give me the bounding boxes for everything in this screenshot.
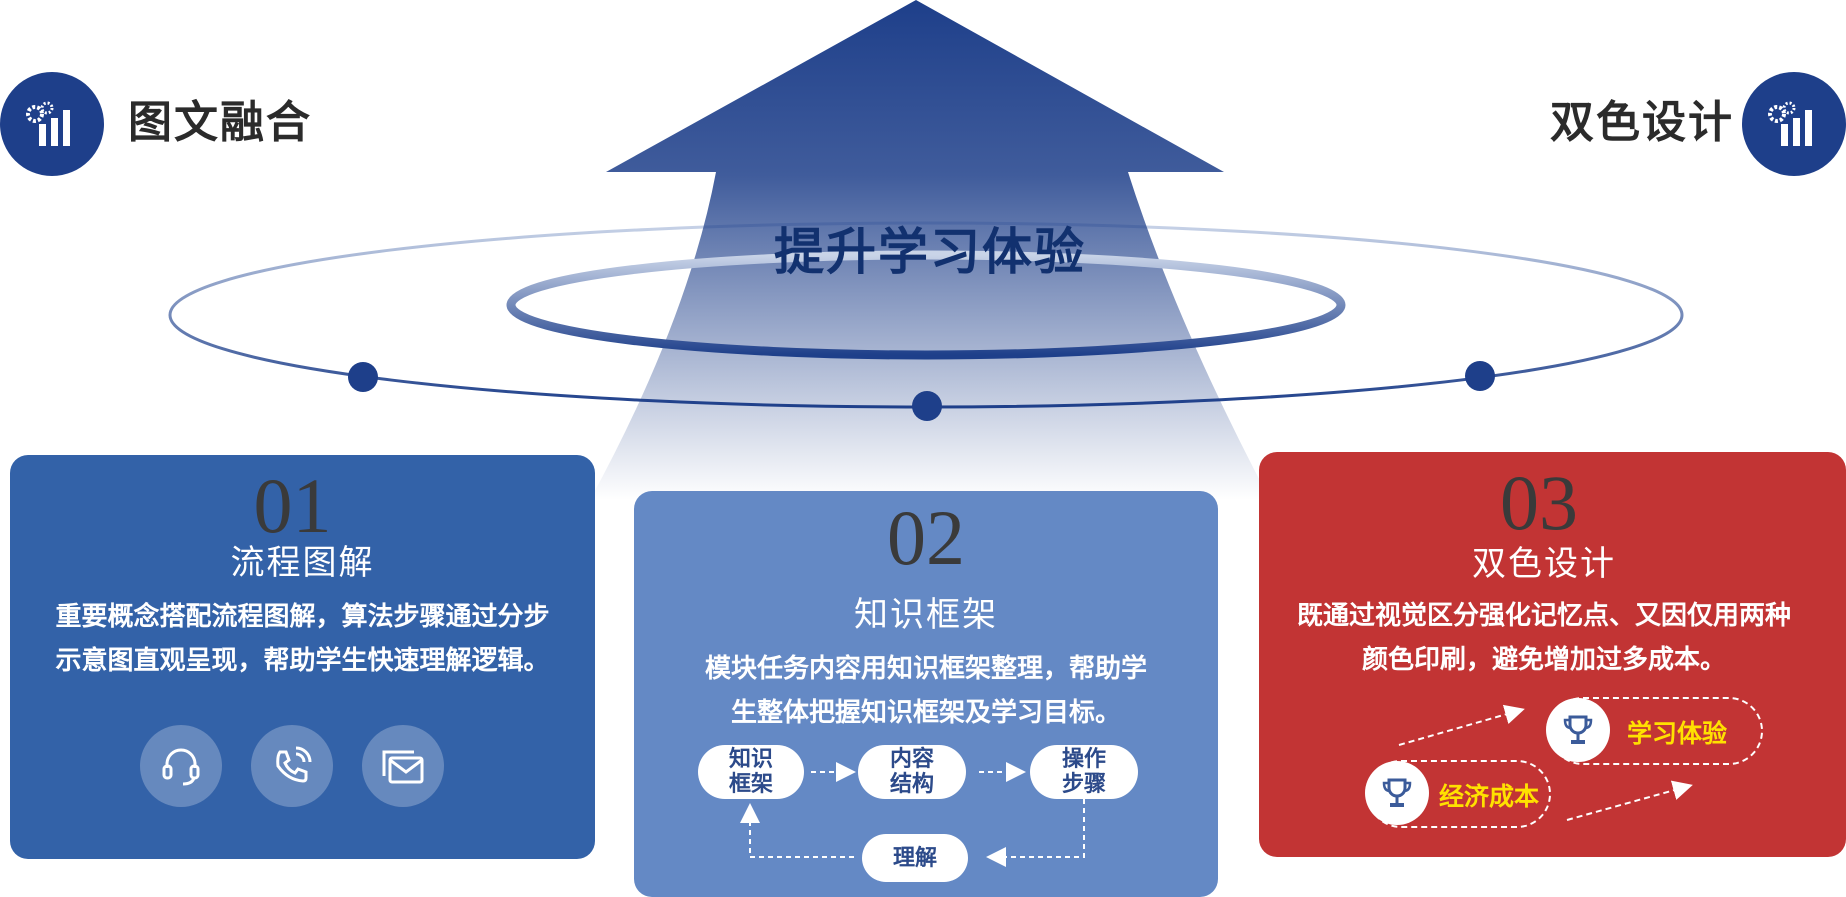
flow-step-label: 操作 — [1061, 746, 1106, 772]
phone-call-icon — [276, 746, 312, 783]
ring-dot-right — [1465, 361, 1495, 391]
mail-icon — [382, 750, 424, 784]
left-corner-label: 图文融合 — [128, 97, 312, 148]
flow-step-understand: 理解 — [862, 834, 968, 882]
phone-button[interactable] — [251, 725, 333, 807]
right-corner-label: 双色设计 — [1550, 97, 1734, 148]
card-desc-line-1: 模块任务内容用知识框架整理，帮助学 — [704, 654, 1147, 684]
ring-dot-center — [912, 391, 942, 421]
card-title: 知识框架 — [854, 595, 998, 635]
flow-step-operation: 操作 步骤 — [1030, 745, 1138, 799]
trophy-icon — [1382, 778, 1412, 807]
flow-arrows — [740, 762, 1085, 867]
trophy-icon — [1563, 715, 1593, 744]
flow-step-label: 内容 — [889, 746, 934, 772]
right-corner-badge — [1742, 72, 1846, 176]
card-number: 02 — [887, 494, 965, 581]
card-desc-line-2: 示意图直观呈现，帮助学生快速理解逻辑。 — [55, 646, 550, 676]
left-corner-badge — [0, 72, 104, 176]
center-title: 提升学习体验 — [774, 222, 1086, 281]
flow-step-label: 知识 — [728, 746, 773, 772]
flow-step-label: 结构 — [889, 771, 934, 797]
flow-step-label: 步骤 — [1061, 771, 1106, 797]
flow-step-content: 内容 结构 — [858, 745, 966, 799]
card-knowledge-framework: 02 知识框架 模块任务内容用知识框架整理，帮助学 生整体把握知识框架及学习目标… — [634, 491, 1218, 897]
card-number: 01 — [253, 462, 332, 549]
mail-button[interactable] — [362, 725, 444, 807]
inner-ring — [506, 250, 1346, 360]
badge-label: 经济成本 — [1439, 782, 1540, 811]
headset-button[interactable] — [140, 725, 222, 807]
card-title: 流程图解 — [230, 543, 375, 583]
flow-step-label: 理解 — [892, 844, 937, 871]
card-desc-line-2: 生整体把握知识框架及学习目标。 — [730, 698, 1121, 728]
badge-cost-trophy — [1365, 761, 1429, 825]
card-desc-line-2: 颜色印刷，避免增加过多成本。 — [1361, 645, 1726, 675]
gears-bar-chart-icon — [26, 101, 70, 146]
headset-icon — [162, 748, 200, 786]
flow-step-knowledge: 知识 框架 — [698, 745, 804, 799]
card-flowchart: 01 流程图解 重要概念搭配流程图解，算法步骤通过分步 示意图直观呈现，帮助学生… — [10, 455, 595, 859]
card-desc-line-1: 重要概念搭配流程图解，算法步骤通过分步 — [55, 602, 550, 632]
upward-arrow — [590, 0, 1270, 500]
card-title: 双色设计 — [1472, 544, 1616, 584]
gears-bar-chart-icon — [1768, 101, 1812, 146]
badge-arrows — [1398, 704, 1693, 821]
card-desc-line-1: 既通过视觉区分强化记忆点、又因仅用两种 — [1296, 601, 1791, 631]
flow-step-label: 框架 — [728, 771, 773, 797]
ring-dot-left — [348, 362, 378, 392]
badge-label: 学习体验 — [1627, 719, 1728, 748]
badge-learning-trophy — [1546, 698, 1610, 762]
card-two-color: 03 双色设计 既通过视觉区分强化记忆点、又因仅用两种 颜色印刷，避免增加过多成… — [1259, 452, 1846, 857]
card-number: 03 — [1500, 459, 1578, 546]
